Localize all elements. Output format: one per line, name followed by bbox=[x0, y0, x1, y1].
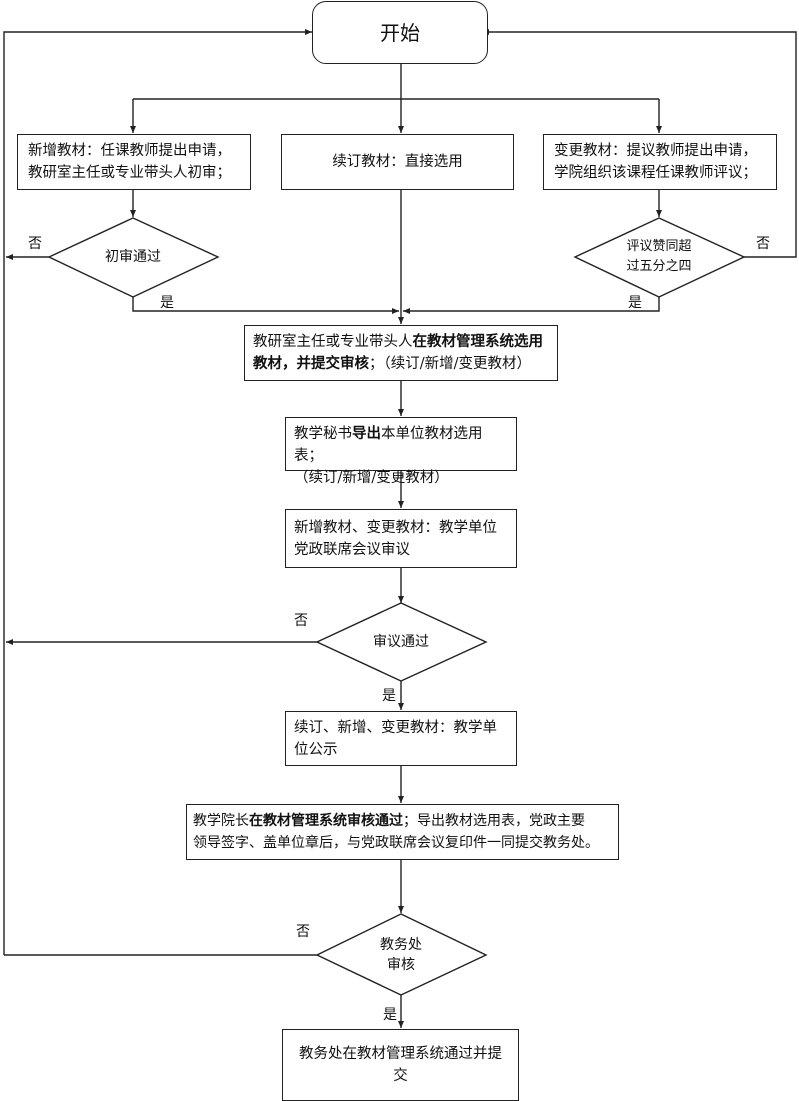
edge-label-review-yes: 是 bbox=[160, 295, 174, 311]
party-meeting-line2: 党政联席会议审议 bbox=[294, 542, 410, 558]
edge-label-affairs-no: 否 bbox=[296, 924, 310, 940]
branch-new-textbook: 新增教材：任课教师提出申请， 教研室主任或专业带头人初审； bbox=[17, 134, 251, 190]
decision-academic-affairs: 教务处 审核 bbox=[380, 935, 422, 975]
branch-new-line2: 教研室主任或专业带头人初审； bbox=[28, 165, 231, 181]
dean-text-1: 教学院长 bbox=[193, 813, 249, 829]
start-label: 开始 bbox=[380, 20, 420, 45]
decision-affairs-line1: 教务处 bbox=[380, 937, 422, 953]
final-label: 教务处在教材管理系统通过并提交 bbox=[299, 1046, 502, 1084]
publicity-line2: 位公示 bbox=[294, 742, 338, 758]
export-text-2: 导出 bbox=[352, 425, 381, 442]
edge-label-deliberation-no: 否 bbox=[294, 613, 308, 629]
party-meeting-line1: 新增教材、变更教材：教学单位 bbox=[294, 520, 497, 536]
edge-label-eval-yes: 是 bbox=[628, 295, 642, 311]
branch-change-line1: 变更教材：提议教师提出申请， bbox=[554, 143, 757, 159]
edge-label-review-no: 否 bbox=[28, 236, 42, 252]
select-submit-text-5: ；（续订/新增/变更教材） bbox=[369, 356, 532, 372]
decision-deliberation: 审议通过 bbox=[373, 632, 429, 652]
edge-label-deliberation-yes: 是 bbox=[382, 688, 396, 704]
left-feedback-rail bbox=[3, 29, 312, 955]
decision-evaluation: 评议赞同超 过五分之四 bbox=[626, 237, 691, 277]
edge-label-eval-no: 否 bbox=[756, 236, 770, 252]
start-node: 开始 bbox=[312, 1, 488, 64]
step-dean-approve: 教学院长在教材管理系统审核通过；导出教材选用表，党政主要 领导签字、盖单位章后，… bbox=[186, 804, 619, 860]
export-text-4: （续订/新增/变更教材） bbox=[294, 470, 449, 486]
connector-review-yes bbox=[132, 297, 399, 314]
select-submit-text-2: 在教材管理系统选用 bbox=[412, 333, 544, 350]
connector-eval-no bbox=[482, 29, 797, 258]
decision-initial-review-label: 初审通过 bbox=[105, 249, 161, 265]
step-party-meeting: 新增教材、变更教材：教学单位 党政联席会议审议 bbox=[285, 509, 517, 568]
step-export: 教学秘书导出本单位教材选用表； （续订/新增/变更教材） bbox=[285, 417, 517, 486]
branch-new-line1: 新增教材：任课教师提出申请， bbox=[28, 143, 231, 159]
step-publicity: 续订、新增、变更教材：教学单 位公示 bbox=[285, 711, 517, 766]
dean-text-2: 在教材管理系统审核通过 bbox=[249, 813, 403, 829]
decision-initial-review: 初审通过 bbox=[105, 247, 161, 267]
select-submit-text-3: 教材，并 bbox=[253, 355, 311, 372]
decision-affairs-line2: 审核 bbox=[387, 957, 415, 973]
branch-renew-textbook: 续订教材：直接选用 bbox=[281, 134, 514, 190]
branch-change-textbook: 变更教材：提议教师提出申请， 学院组织该课程任课教师评议； bbox=[543, 134, 777, 190]
edge-label-affairs-yes: 是 bbox=[383, 1007, 397, 1023]
select-submit-text-1: 教研室主任或专业带头人 bbox=[253, 334, 413, 350]
step-final: 教务处在教材管理系统通过并提交 bbox=[282, 1029, 519, 1101]
export-text-1: 教学秘书 bbox=[294, 426, 352, 442]
branch-renew-label: 续订教材：直接选用 bbox=[332, 154, 463, 170]
publicity-line1: 续订、新增、变更教材：教学单 bbox=[294, 720, 497, 736]
dean-text-3: ；导出教材选用表，党政主要 bbox=[403, 813, 585, 829]
connector-eval-yes bbox=[403, 297, 660, 314]
branch-change-line2: 学院组织该课程任课教师评议； bbox=[554, 165, 757, 181]
decision-evaluation-line1: 评议赞同超 bbox=[626, 239, 692, 254]
decision-evaluation-line2: 过五分之四 bbox=[626, 259, 692, 274]
dean-text-4: 领导签字、盖单位章后，与党政联席会议复印件一同提交教务处。 bbox=[193, 835, 599, 851]
export-text-3: 本单位教材选用表； bbox=[294, 426, 483, 464]
decision-deliberation-label: 审议通过 bbox=[373, 634, 429, 650]
select-submit-text-4: 提交审核 bbox=[311, 355, 369, 372]
step-select-submit: 教研室主任或专业带头人在教材管理系统选用 教材，并提交审核；（续订/新增/变更教… bbox=[244, 325, 558, 381]
